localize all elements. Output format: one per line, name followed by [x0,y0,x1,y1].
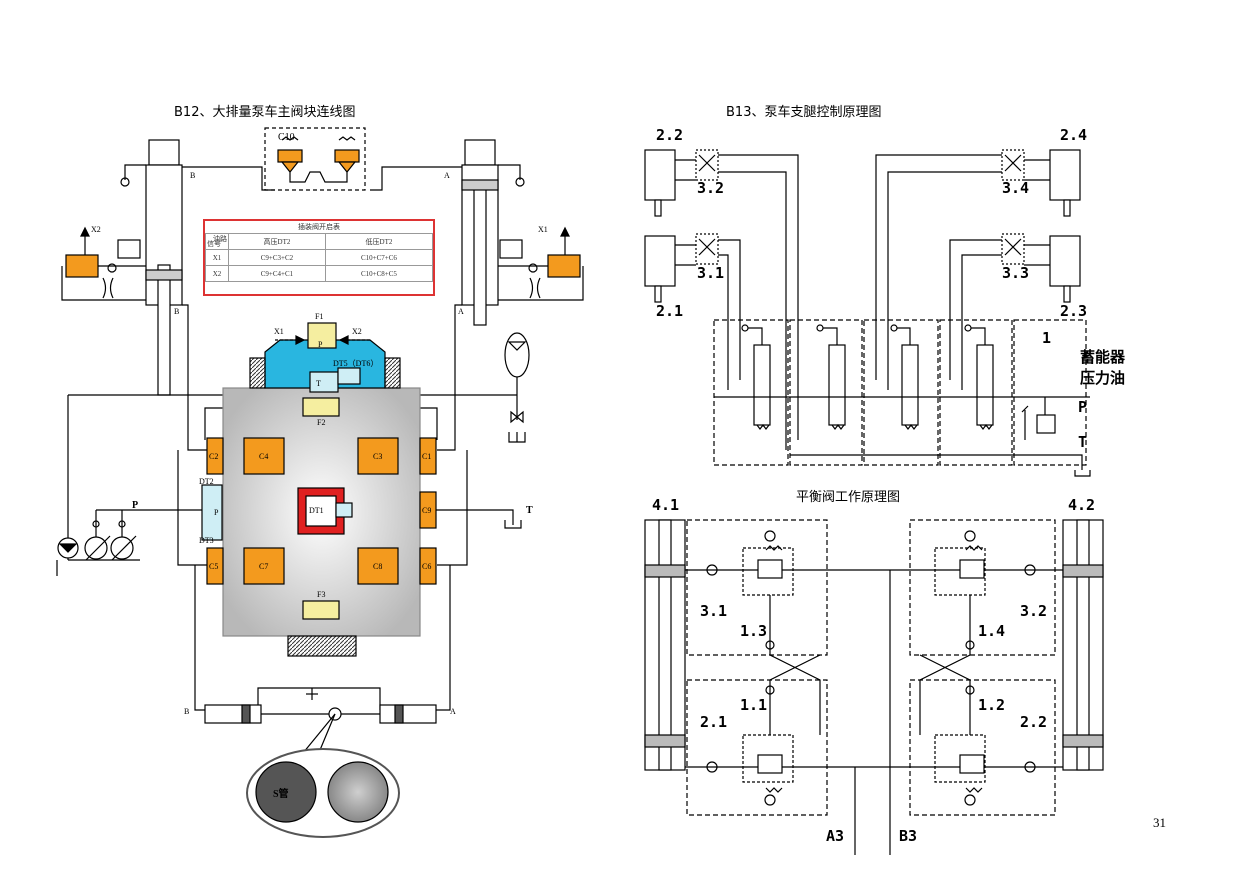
right-bottom-diagram-title: 平衡阀工作原理图 [796,490,901,505]
label-1-4: 1.4 [978,622,1005,640]
label-1: 1 [1042,329,1051,347]
label-c8: C8 [373,562,382,571]
table-cell-high: C9+C3+C2 [228,249,326,266]
label-pressure-oil: 压力油 [1080,369,1125,387]
label-3-1-bottom: 3.1 [700,602,727,620]
label-3-4: 3.4 [1002,179,1029,197]
table-header-high: 高压DT2 [228,233,326,250]
label-p: P [1078,398,1087,416]
right-top-diagram-title: B13、泵车支腿控制原理图 [726,105,882,120]
label-a-top: A [444,171,450,180]
label-2-2: 2.2 [656,126,683,144]
left-cylinder-piston [145,269,183,281]
table-row: X2 C9+C4+C1 C10+C8+C5 [205,265,434,282]
label-c4: C4 [259,452,268,461]
label-c6: C6 [422,562,431,571]
label-b3: B3 [899,827,917,845]
label-f3: F3 [317,590,325,599]
label-2-1-bottom: 2.1 [700,713,727,731]
label-p-small: P [318,340,323,349]
label-accumulator: 蓄能器 [1080,348,1126,366]
right-cylinder-rod [473,184,487,326]
label-2-4: 2.4 [1060,126,1087,144]
label-3-3: 3.3 [1002,264,1029,282]
label-b-mid: B [174,307,179,316]
main-valve-block-diagram [56,127,584,838]
label-dt2: DT2 [199,477,214,486]
table-cell-low: C10+C7+C6 [324,249,434,266]
outrigger-control-diagram [644,149,1091,477]
label-s-pipe: S管 [273,787,289,800]
left-diagram-title: B12、大排量泵车主阀块连线图 [174,105,356,120]
label-b-bot: B [184,707,189,716]
label-x1-left: X1 [274,327,284,336]
page-number: 31 [1153,815,1166,830]
label-c9: C9 [422,506,431,515]
table-signal: X2 [205,265,229,282]
label-dt5: DT5（DT6） [333,359,378,368]
label-f1: F1 [315,312,323,321]
label-2-2-bottom: 2.2 [1020,713,1047,731]
label-4-1: 4.1 [652,496,679,514]
label-1-3: 1.3 [740,622,767,640]
label-x2-top: X2 [91,225,101,234]
right-cylinder-piston [461,179,499,191]
left-diagram-labels: C10 B A X2 X1 B A F1 X1 X2 P DT5（DT6） T … [91,132,548,800]
balance-valve-diagram [644,519,1104,855]
table-corner-bottom: 信号 [207,240,221,248]
table-cell-low: C10+C8+C5 [324,265,434,282]
label-x1-top: X1 [538,225,548,234]
label-2-3: 2.3 [1060,302,1087,320]
label-c10: C10 [278,132,295,143]
balance-valve-labels: 4.1 4.2 3.1 3.2 1.3 1.4 1.1 1.2 2.1 2.2 … [652,496,1095,845]
label-a-bot: A [450,707,456,716]
label-a-mid: A [458,307,464,316]
label-b-top: B [190,171,195,180]
table-signal: X1 [205,249,229,266]
table-header-low: 低压DT2 [324,233,434,250]
label-p-pump: P [132,500,138,511]
valve-table: 油路 信号 高压DT2 低压DT2 X1 C9+C3+C2 C10+C7+C6 … [205,233,434,282]
table-corner: 油路 信号 [205,233,229,250]
label-t-small: T [316,379,321,388]
label-3-2-bottom: 3.2 [1020,602,1047,620]
table-cell-high: C9+C4+C1 [228,265,326,282]
label-c3: C3 [373,452,382,461]
label-3-2: 3.2 [697,179,724,197]
table-corner-top: 油路 [213,235,227,243]
label-t: T [1078,433,1087,451]
right-cylinder-cap [464,139,496,166]
label-c7: C7 [259,562,268,571]
outrigger-diagram-labels: 2.2 2.4 3.2 3.4 3.1 3.3 2.1 2.3 1 蓄能器 压力… [656,126,1126,451]
label-dt1: DT1 [309,506,324,515]
label-2-1: 2.1 [656,302,683,320]
table-header-row: 油路 信号 高压DT2 低压DT2 [205,233,434,250]
label-p-side: P [214,508,219,517]
label-x2-right: X2 [352,327,362,336]
label-1-1: 1.1 [740,696,767,714]
label-3-1: 3.1 [697,264,724,282]
table-caption: 插装阀开启表 [298,223,340,231]
label-c1: C1 [422,452,431,461]
left-cylinder-cap [148,139,180,166]
label-c2: C2 [209,452,218,461]
label-dt3: DT3 [199,536,214,545]
left-cylinder-rod [157,264,171,396]
label-c5: C5 [209,562,218,571]
label-t-tank: T [526,505,533,516]
label-a3: A3 [826,827,844,845]
label-4-2: 4.2 [1068,496,1095,514]
label-f2: F2 [317,418,325,427]
label-1-2: 1.2 [978,696,1005,714]
table-row: X1 C9+C3+C2 C10+C7+C6 [205,249,434,266]
cartridge-valve-table: 插装阀开启表 油路 信号 高压DT2 低压DT2 X1 C9+C3+C2 C10… [203,219,435,296]
